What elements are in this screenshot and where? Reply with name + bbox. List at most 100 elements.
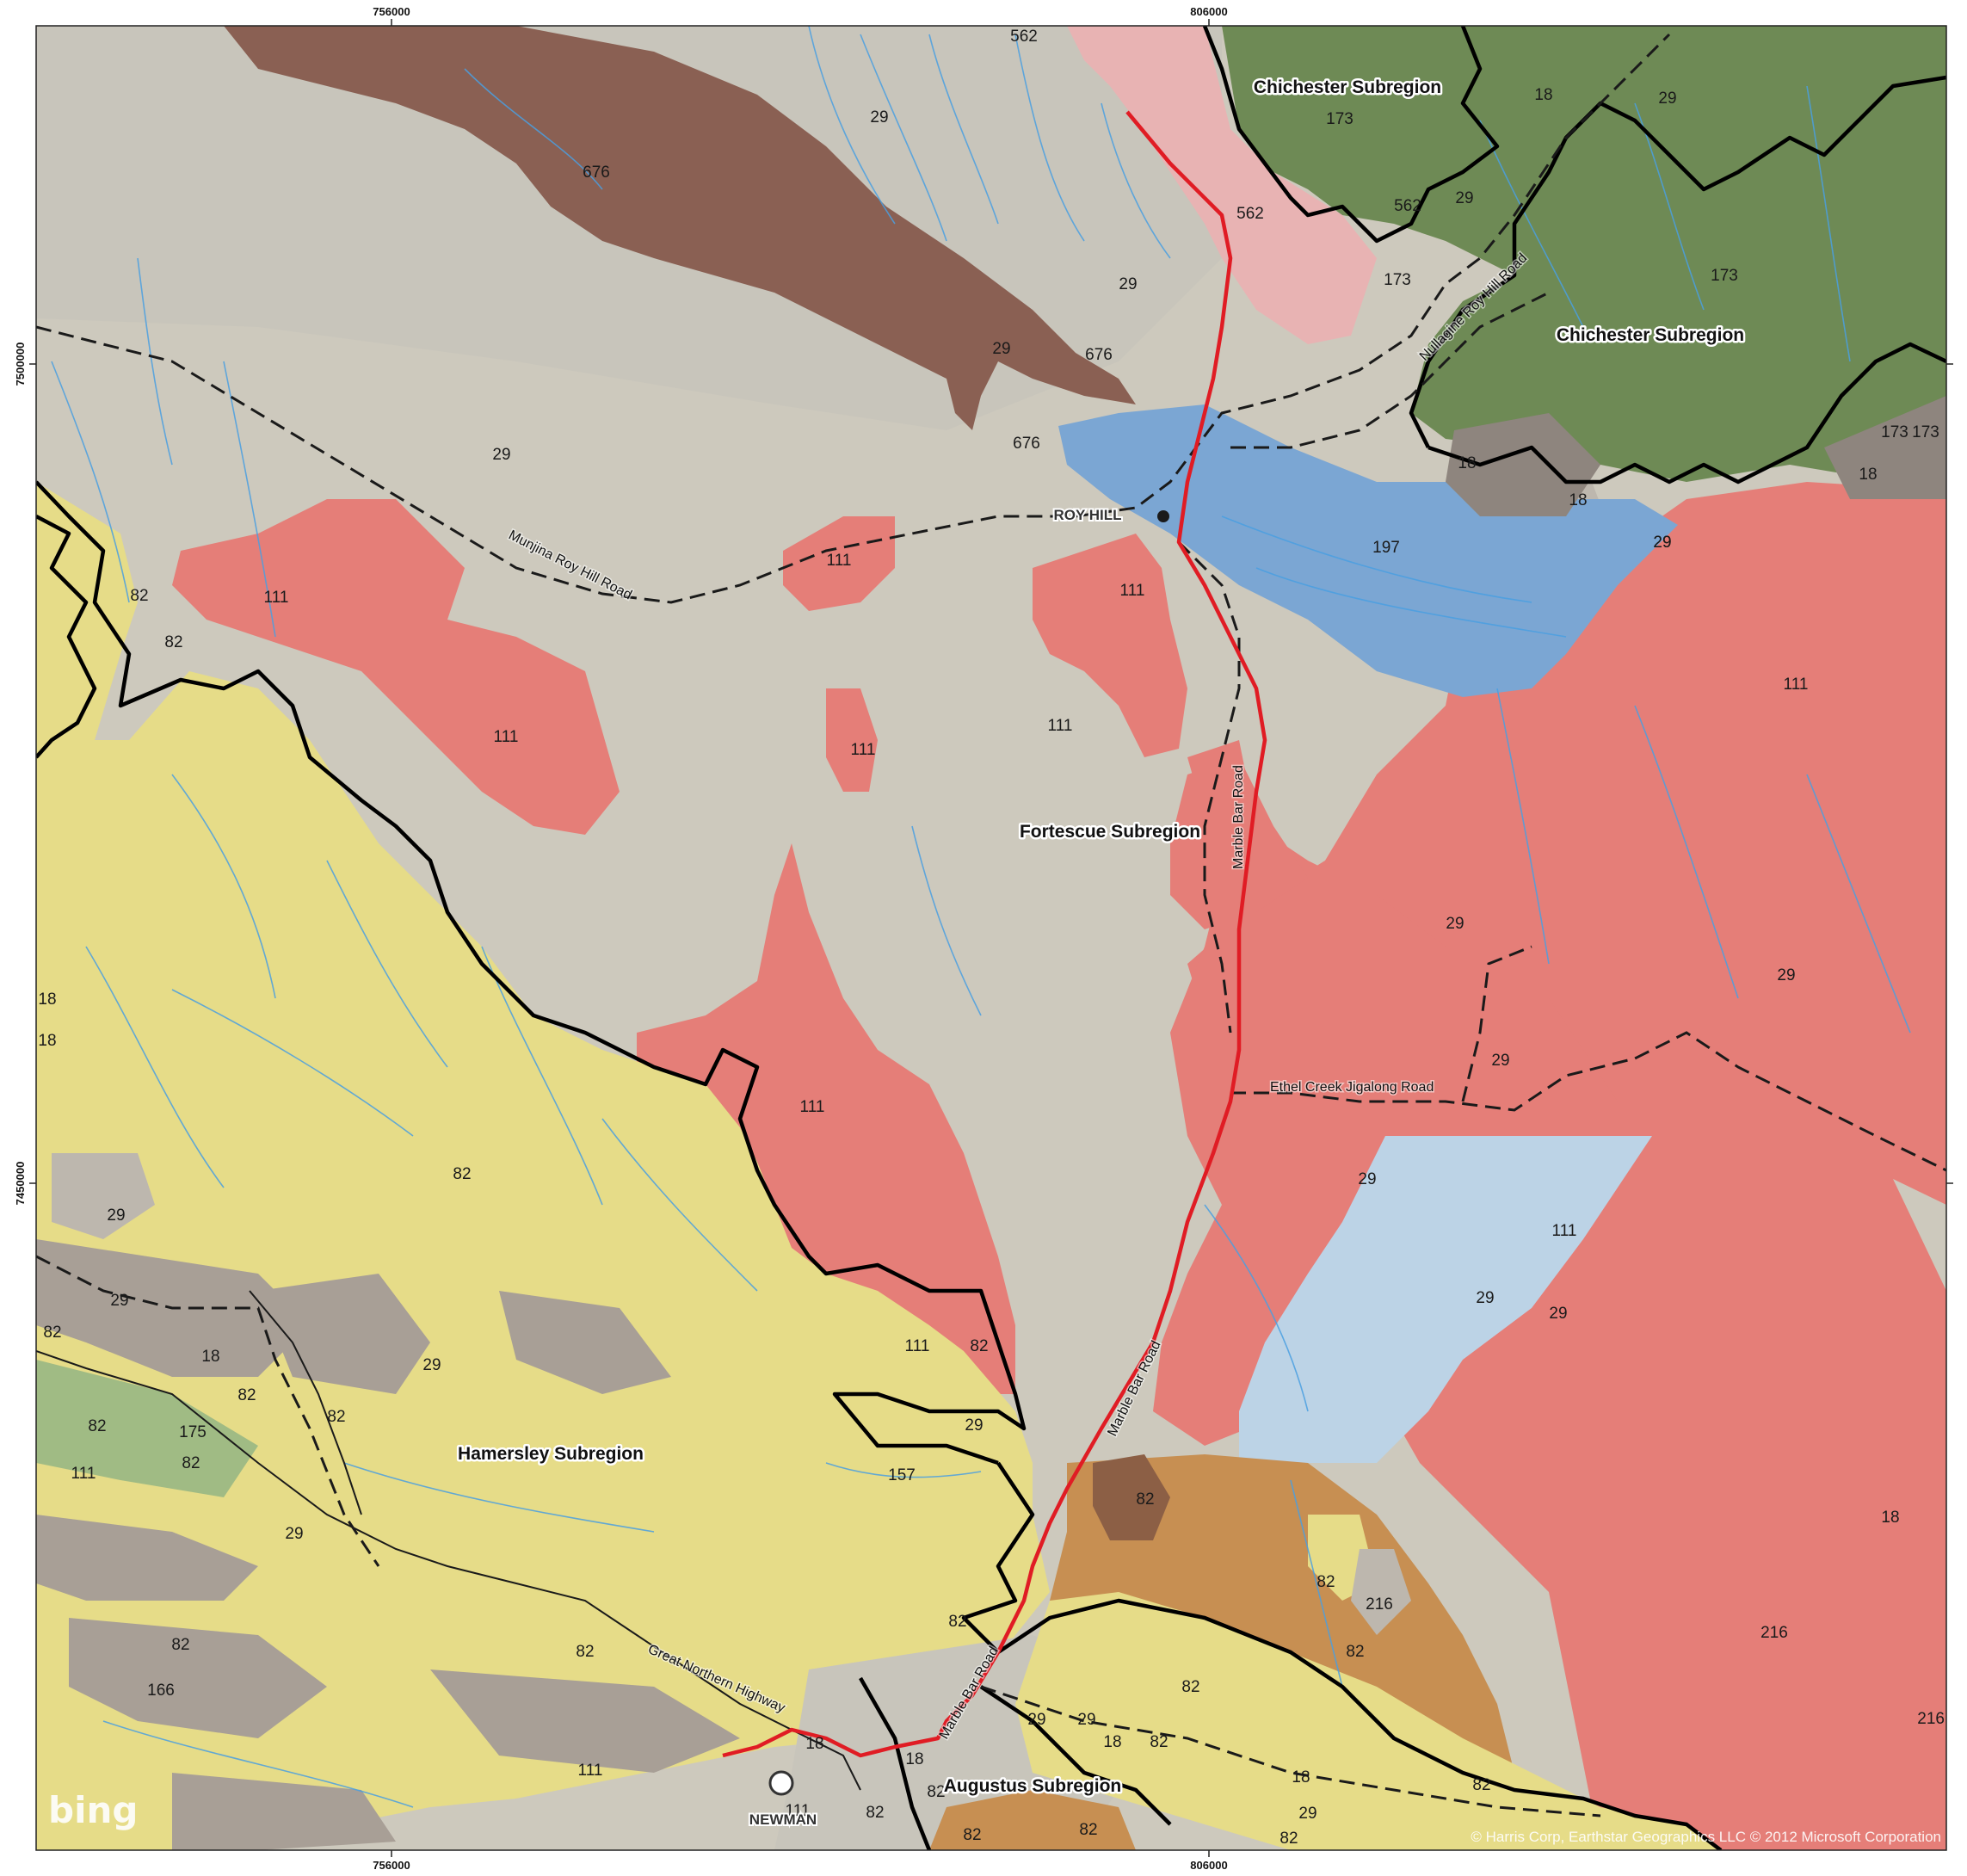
unit-label: 18 — [201, 1348, 219, 1366]
unit-label: 82 — [164, 633, 182, 651]
ethel-creek-jigalong-road — [1230, 1031, 1946, 1172]
unit-label: 82 — [237, 1386, 256, 1404]
unit-18-hamersley-6 — [430, 1669, 740, 1773]
roy-hill-label: ROY HILL — [1053, 507, 1121, 523]
roy-hill-marker[interactable] — [1157, 510, 1169, 522]
unit-18-hamersley-5 — [499, 1291, 671, 1394]
unit-111-north-center — [783, 516, 895, 611]
unit-label: 111 — [71, 1465, 96, 1483]
unit-111-roy-hill — [1033, 534, 1187, 757]
unit-label: 29 — [1658, 89, 1676, 108]
bottom-easting-label: 756000 — [373, 1859, 410, 1872]
unit-label: 29 — [1298, 1805, 1316, 1823]
unit-label: 562 — [1010, 28, 1038, 46]
munjina-roy-hill-road — [36, 33, 1671, 604]
unit-label: 216 — [1917, 1710, 1945, 1728]
unit-label: 29 — [992, 340, 1010, 358]
unit-label: 173 — [1912, 423, 1939, 441]
unit-label: 111 — [1120, 582, 1145, 600]
unit-111-central — [637, 843, 1015, 1394]
unit-label: 111 — [1048, 717, 1073, 735]
unit-29-southeast — [1351, 1549, 1411, 1635]
bing-logo: bing — [48, 1789, 138, 1831]
unit-label: 18 — [1103, 1733, 1121, 1751]
unit-label: 82 — [1346, 1643, 1364, 1661]
unit-label: 216 — [1366, 1595, 1393, 1614]
hamersley-subregion-label: Hamersley Subregion — [458, 1444, 644, 1464]
unit-label: 29 — [1549, 1305, 1567, 1323]
unit-label: 29 — [1077, 1711, 1095, 1729]
unit-label: 173 — [1881, 423, 1908, 441]
unit-173-chichester — [1222, 26, 1946, 482]
nullagine-roy-hill-road — [1230, 291, 1550, 449]
newman-marker[interactable] — [768, 1770, 794, 1796]
unit-label: 18 — [805, 1735, 823, 1753]
dashed-roads — [36, 33, 1946, 1817]
highways — [36, 1290, 861, 1791]
unit-82-hamersley — [36, 482, 1050, 1850]
unit-label: 111 — [1552, 1222, 1577, 1240]
unit-label: 157 — [888, 1466, 916, 1484]
chichester-subregion-label-1: Chichester Subregion — [1254, 77, 1441, 97]
unit-562 — [1067, 26, 1377, 344]
unit-label: 82 — [453, 1165, 471, 1183]
unit-label: 82 — [88, 1417, 106, 1435]
unit-label: 29 — [107, 1206, 125, 1225]
unit-label: 29 — [1476, 1289, 1494, 1307]
unit-label: 18 — [1458, 454, 1476, 472]
unit-label: 18 — [1859, 466, 1877, 484]
unit-18-chichester — [1446, 413, 1600, 516]
unit-216-south — [929, 1790, 1136, 1850]
augustus-subregion-label: Augustus Subregion — [944, 1776, 1122, 1796]
unit-label: 111 — [905, 1337, 930, 1355]
unit-18-chichester-2 — [1824, 396, 1946, 499]
bottom-easting-label: 806000 — [1190, 1859, 1227, 1872]
unit-label: 29 — [1446, 915, 1464, 933]
left-northing-label: 7500000 — [14, 342, 27, 386]
rivers — [51, 26, 1911, 1808]
unit-label: 29 — [1653, 534, 1671, 552]
unit-111-marble-bar — [1170, 757, 1308, 929]
unit-label: 18 — [1292, 1768, 1310, 1787]
ethel-creek-jigalong-road-label: Ethel Creek Jigalong Road — [1270, 1080, 1434, 1095]
unit-111-mid — [826, 688, 878, 792]
unit-label: 562 — [1236, 205, 1264, 223]
west-boundary-track — [36, 1255, 380, 1567]
unit-label: 82 — [182, 1454, 200, 1472]
unit-label: 676 — [1013, 435, 1040, 453]
unit-label: 18 — [38, 990, 56, 1009]
unit-label: 29 — [1491, 1052, 1509, 1070]
left-northing-label: 7450000 — [14, 1162, 27, 1206]
top-easting-label: 806000 — [1190, 5, 1227, 18]
map-frame — [35, 25, 1947, 1851]
unit-label: 82 — [948, 1613, 966, 1631]
unit-18-hamersley-2 — [258, 1274, 430, 1394]
unit-label: 29 — [1119, 275, 1137, 293]
subregion-boundaries — [36, 26, 1946, 1850]
unit-label: 29 — [110, 1292, 128, 1310]
newman-label: NEWMAN — [749, 1811, 817, 1828]
unit-label: 676 — [583, 164, 610, 182]
unit-label: 111 — [1784, 676, 1809, 694]
unit-label: 82 — [1136, 1490, 1154, 1509]
unit-175 — [36, 1360, 258, 1497]
unit-label: 82 — [1181, 1678, 1199, 1696]
unit-label: 18 — [1534, 86, 1552, 104]
unit-label: 166 — [147, 1682, 175, 1700]
unit-label: 82 — [963, 1826, 981, 1844]
unit-label: 82 — [1316, 1573, 1335, 1591]
unit-157 — [1093, 1454, 1170, 1540]
top-easting-label: 756000 — [373, 5, 410, 18]
unit-label: 82 — [576, 1643, 594, 1661]
marble-bar-road-label-north: Marble Bar Road — [1231, 765, 1246, 869]
unit-label: 82 — [1079, 1821, 1097, 1839]
unit-label: 29 — [422, 1356, 441, 1374]
map-area[interactable]: 562 29 676 562 29 173 29 18 29 173 562 1… — [36, 26, 1946, 1850]
unit-label: 18 — [1569, 491, 1587, 509]
coordinate-labels: 756000 806000 756000 806000 7500000 7450… — [14, 5, 1228, 1872]
coordinate-ticks — [29, 19, 1953, 1857]
proposed-route — [722, 110, 1267, 1758]
unit-label: 29 — [492, 446, 510, 464]
unit-label: 111 — [578, 1762, 603, 1780]
